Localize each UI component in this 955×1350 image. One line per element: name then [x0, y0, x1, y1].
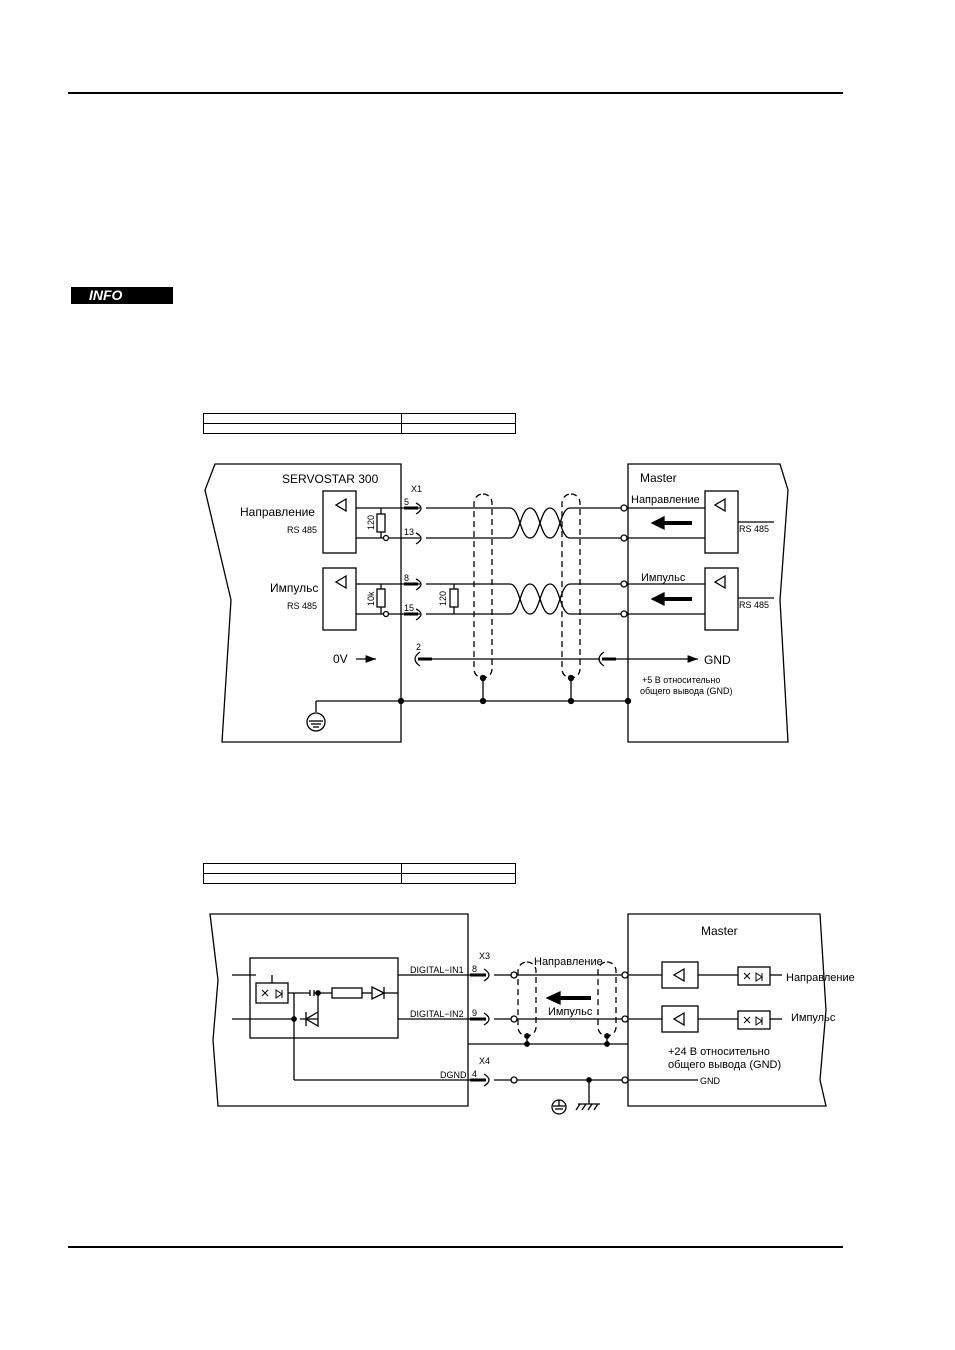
- pulse-label: Импульс: [270, 581, 318, 595]
- table-cell: [401, 873, 516, 884]
- pulse-driver: [661, 1005, 699, 1033]
- top-rule: [68, 92, 843, 94]
- master-direction-label: Направление: [631, 494, 700, 506]
- cable-direction-label: Направление: [534, 956, 603, 968]
- cable-pulse-label: Импульс: [548, 1006, 593, 1018]
- supply-note-line2: общего вывода (GND): [668, 1059, 781, 1071]
- driver-triangle-icon: [713, 497, 726, 513]
- arrow-left-icon: [545, 990, 561, 1006]
- supply-note-line1: +24 В относительно: [668, 1046, 770, 1058]
- master-block: [627, 913, 827, 1107]
- resistor-120-pulse: [449, 588, 459, 608]
- pin-15: 15: [404, 603, 414, 613]
- pulse-receiver: [322, 567, 357, 631]
- master-direction-label: Направление: [786, 972, 855, 984]
- direction-label: Направление: [240, 505, 315, 519]
- optocoupler-icon: [737, 966, 771, 986]
- optocoupler-icon: [255, 982, 289, 1004]
- digital-in1-label: DIGITAL−IN1: [410, 965, 464, 975]
- rs485-label: RS 485: [287, 601, 317, 611]
- chassis-ground-icon: [575, 1103, 599, 1111]
- resistor-120-direction: [376, 513, 386, 533]
- digital-in2-label: DIGITAL−IN2: [410, 1009, 464, 1019]
- supply-note-line1: +5 В относительно: [642, 675, 720, 685]
- master-pulse-label: Импульс: [791, 1012, 836, 1024]
- diagram1: [204, 463, 789, 743]
- cable-shield: [597, 961, 617, 1037]
- master-label: Master: [640, 471, 677, 485]
- pin-5: 5: [404, 497, 409, 507]
- cable-shield: [473, 493, 493, 679]
- diagram2-header-table: [203, 863, 516, 884]
- diagram2-labels: Master X3 X4 DIGITAL−IN1 DIGITAL−IN2 DGN…: [410, 924, 855, 1086]
- diode-icon: [304, 1010, 319, 1028]
- table-cell: [401, 423, 516, 434]
- pulse-driver: [704, 567, 739, 631]
- gnd-label: GND: [700, 1076, 721, 1086]
- servostar-label: SERVOSTAR 300: [282, 472, 379, 486]
- cable-shield: [517, 961, 537, 1037]
- resistor-120-label: 120: [438, 591, 448, 606]
- input-module: [249, 957, 399, 1039]
- diagram1-header-table: [203, 413, 516, 434]
- master-pulse-label: Импульс: [641, 572, 686, 584]
- direction-receiver: [322, 490, 357, 554]
- driver-triangle-icon: [672, 967, 685, 983]
- ov-label: 0V: [333, 652, 348, 666]
- direction-driver: [704, 490, 739, 554]
- arrow-left-icon: [650, 515, 665, 531]
- pin-13: 13: [404, 527, 414, 537]
- diagram2: [209, 913, 827, 1115]
- direction-driver: [661, 961, 699, 989]
- pin-2: 2: [416, 642, 421, 652]
- zener-diode-icon: [371, 985, 386, 1001]
- rs485-label: RS 485: [739, 600, 769, 610]
- connector-x1: X1: [411, 484, 422, 494]
- resistor-icon: [331, 987, 363, 999]
- diagram1-labels: SERVOSTAR 300 Master X1 5 13 8 15 2 Напр…: [240, 471, 769, 696]
- master-label: Master: [701, 924, 738, 938]
- pin-8: 8: [472, 964, 477, 974]
- optocoupler-icon: [737, 1010, 771, 1030]
- receiver-triangle-icon: [334, 574, 347, 590]
- resistor-120-label: 120: [366, 515, 376, 530]
- rs485-label: RS 485: [287, 525, 317, 535]
- resistor-10k-label: 10k: [366, 591, 376, 606]
- dgnd-label: DGND: [440, 1070, 467, 1080]
- pin-9: 9: [472, 1008, 477, 1018]
- connector-x4: X4: [479, 1056, 490, 1066]
- cable-shield: [561, 493, 581, 679]
- master-block: [627, 463, 789, 743]
- supply-note-line2: общего вывода (GND): [640, 686, 733, 696]
- gnd-label: GND: [704, 653, 731, 667]
- receiver-triangle-icon: [334, 497, 347, 513]
- connector-x3: X3: [479, 951, 490, 961]
- driver-triangle-icon: [713, 574, 726, 590]
- servostar-block: [204, 463, 402, 743]
- driver-triangle-icon: [672, 1011, 685, 1027]
- pin-4: 4: [472, 1069, 477, 1079]
- rs485-label: RS 485: [739, 524, 769, 534]
- arrow-left-icon: [650, 591, 665, 607]
- pin-8: 8: [404, 573, 409, 583]
- bottom-rule: [68, 1246, 843, 1248]
- drive-block: [209, 913, 469, 1107]
- info-badge: INFO: [71, 287, 173, 304]
- resistor-10k: [376, 588, 386, 608]
- ground-symbol-icon: [306, 712, 326, 732]
